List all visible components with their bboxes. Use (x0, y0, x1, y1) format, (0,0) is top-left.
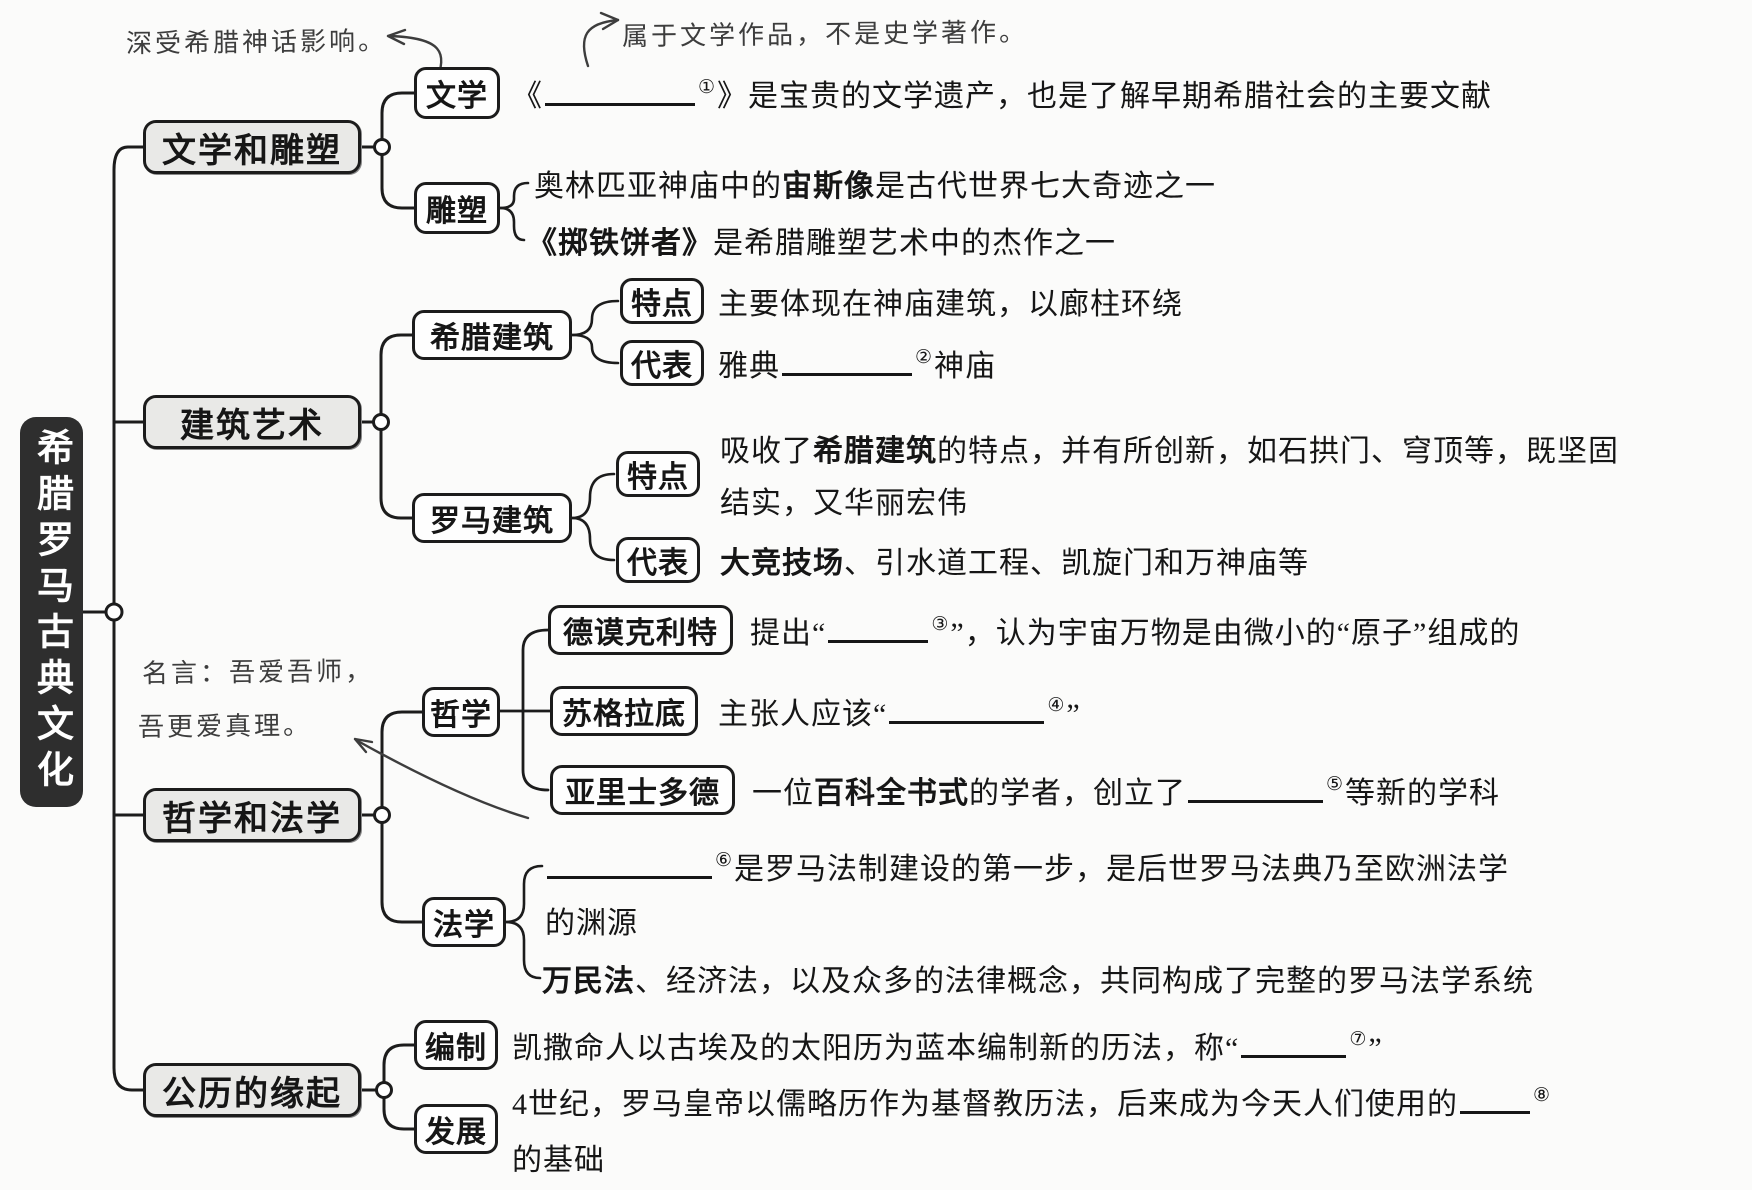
law-text-1b: 的渊源 (545, 898, 638, 942)
blank-number: ② (915, 346, 934, 368)
myth-note-arrowhead (386, 28, 407, 46)
blank-number: ④ (1047, 694, 1066, 716)
law-text-2: 万民法、经济法，以及众多的法律概念，共同构成了完整的罗马法学系统 (542, 956, 1534, 1000)
branch-node-calendar-origin: 公历的缘起 (143, 1063, 361, 1117)
text-run: 《 (512, 80, 543, 113)
node-greek-architecture: 希腊建筑 (412, 310, 572, 360)
node-roman-feature: 特点 (616, 451, 700, 497)
text-run: 、引水道工程、凯旋门和万神庙等 (844, 547, 1309, 580)
handwritten-note-literary: 属于文学作品，不是史学著作。 (621, 17, 1029, 53)
text-run: 的学者，创立了 (969, 777, 1186, 810)
literary-note-arrowhead (599, 11, 620, 31)
roman-feature-text-1: 吸收了希腊建筑的特点，并有所创新，如石拱门、穹顶等，既坚固 (720, 426, 1619, 470)
text-run: ”，认为宇宙万物是由微小的“原子”组成的 (950, 617, 1521, 650)
text-run: 、经济法，以及众多的法律概念，共同构成了完整的罗马法学系统 (635, 965, 1534, 998)
develop-text-1: 4世纪，罗马皇帝以儒略历作为基督教历法，后来成为今天人们使用的 ⑧ (512, 1079, 1552, 1123)
node-roman-architecture: 罗马建筑 (412, 493, 572, 543)
sculpture-text-1: 奥林匹亚神庙中的宙斯像是古代世界七大奇迹之一 (534, 161, 1216, 205)
aristotle-text: 一位百科全书式的学者，创立了 ⑤等新的学科 (752, 768, 1500, 812)
branch-node-literature-sculpture: 文学和雕塑 (143, 120, 361, 174)
node-compile: 编制 (414, 1020, 498, 1070)
text-run: 奥林匹亚神庙中的 (534, 170, 782, 203)
emphasized-term: 希腊建筑 (813, 435, 937, 468)
handwritten-note-myth: 深受希腊神话影响。 (125, 26, 388, 60)
text-run: 提出“ (750, 617, 827, 650)
text-run: ” (1066, 698, 1081, 731)
text-run: 雅典 (718, 350, 780, 383)
emphasized-term: 万民法 (542, 965, 635, 998)
greek-representative-text: 雅典 ②神庙 (718, 341, 996, 385)
quote-note-arrow (354, 738, 530, 820)
fill-in-blank (1188, 797, 1323, 803)
node-socrates: 苏格拉底 (550, 686, 698, 736)
greek-feature-text: 主要体现在神庙建筑，以廊柱环绕 (718, 279, 1183, 323)
node-philosophy: 哲学 (422, 687, 500, 737)
sculpture-text-2: 《掷铁饼者》是希腊雕塑艺术中的杰作之一 (527, 218, 1116, 262)
text-run: 主要体现在神庙建筑，以廊柱环绕 (718, 288, 1183, 321)
text-run: 神庙 (934, 350, 997, 383)
node-aristotle: 亚里士多德 (550, 765, 735, 815)
emphasized-term: 《掷铁饼者》 (527, 227, 713, 260)
quote-note-arrowhead (353, 737, 374, 754)
handwritten-note-quote-line2: 吾更爱真理。 (137, 711, 313, 743)
emphasized-term: 百科全书式 (814, 777, 969, 810)
text-run: ” (1368, 1032, 1383, 1065)
literary-note-arrow (582, 18, 620, 68)
literature-text: 《 ①》是宝贵的文学遗产，也是了解早期希腊社会的主要文献 (512, 71, 1492, 115)
text-run: 》是宝贵的文学遗产，也是了解早期希腊社会的主要文献 (717, 80, 1493, 113)
text-run: 一位 (752, 777, 814, 810)
law-text-1a: ⑥是罗马法制建设的第一步，是后世罗马法典乃至欧洲法学 (545, 844, 1509, 888)
text-run: 结实，又华丽宏伟 (720, 487, 968, 520)
node-sculpture: 雕塑 (414, 182, 500, 234)
blank-number: ⑥ (715, 849, 734, 871)
emphasized-term: 大竞技场 (720, 547, 844, 580)
text-run: 等新的学科 (1345, 777, 1501, 810)
compile-text: 凯撒命人以古埃及的太阳历为蓝本编制新的历法，称“ ⑦” (512, 1023, 1383, 1067)
tree-connectors (81, 91, 620, 1131)
develop-text-2: 的基础 (512, 1135, 605, 1179)
text-run: 是罗马法制建设的第一步，是后世罗马法典乃至欧洲法学 (734, 853, 1510, 886)
text-run: 吸收了 (720, 435, 813, 468)
handwritten-note-quote-line1: 名言：吾爱吾师， (141, 656, 375, 690)
fill-in-blank (545, 100, 695, 106)
node-law: 法学 (422, 897, 506, 947)
roman-representative-text: 大竞技场、引水道工程、凯旋门和万神庙等 (720, 538, 1309, 582)
blank-number: ① (698, 76, 717, 98)
fill-in-blank (547, 873, 712, 879)
socrates-text: 主张人应该“ ④” (718, 689, 1081, 733)
text-run: 凯撒命人以古埃及的太阳历为蓝本编制新的历法，称“ (512, 1032, 1240, 1065)
blank-number: ⑦ (1349, 1028, 1368, 1050)
root-node: 希腊罗马古典文化 (20, 417, 83, 807)
node-greek-feature: 特点 (620, 278, 704, 324)
root-junction-dot (104, 602, 124, 622)
emphasized-term: 宙斯像 (782, 170, 875, 203)
blank-number: ⑤ (1326, 773, 1345, 795)
node-greek-representative: 代表 (620, 340, 704, 386)
blank-number: ⑧ (1533, 1084, 1552, 1106)
node-develop: 发展 (414, 1104, 498, 1154)
democritus-text: 提出“ ③”，认为宇宙万物是由微小的“原子”组成的 (750, 608, 1520, 652)
text-run: 4世纪，罗马皇帝以儒略历作为基督教历法，后来成为今天人们使用的 (512, 1088, 1458, 1121)
branch-node-architecture: 建筑艺术 (143, 395, 361, 449)
text-run: 的渊源 (545, 907, 638, 940)
fill-in-blank (1460, 1108, 1530, 1114)
text-run: 的基础 (512, 1144, 605, 1177)
text-run: 是古代世界七大奇迹之一 (875, 170, 1216, 203)
fill-in-blank (828, 637, 929, 643)
blank-number: ③ (931, 613, 950, 635)
fill-in-blank (1241, 1052, 1347, 1058)
text-run: 的特点，并有所创新，如石拱门、穹顶等，既坚固 (937, 435, 1619, 468)
roman-feature-text-2: 结实，又华丽宏伟 (720, 478, 968, 522)
fill-in-blank (889, 718, 1045, 724)
text-run: 主张人应该“ (718, 698, 888, 731)
node-democritus: 德谟克利特 (548, 605, 733, 655)
node-roman-representative: 代表 (616, 537, 700, 583)
fill-in-blank (782, 370, 912, 376)
branch-node-philosophy-law: 哲学和法学 (143, 788, 361, 842)
node-literature: 文学 (414, 67, 500, 119)
text-run: 是希腊雕塑艺术中的杰作之一 (713, 227, 1116, 260)
